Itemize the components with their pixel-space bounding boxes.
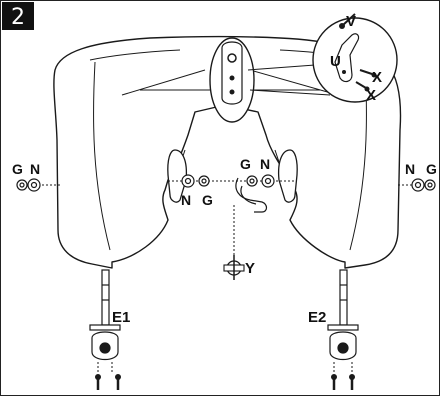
center-bracket [209,37,255,123]
label-y: Y [245,260,255,277]
bolt-icon [95,374,121,390]
label-v: V [346,13,356,30]
label-n-center-right: N [260,156,270,172]
label-e1: E1 [112,309,130,326]
knob-assembly [235,177,268,213]
label-x-upper: X [372,69,382,86]
label-x-lower: X [366,87,376,104]
label-n-right: N [405,161,415,177]
screw-icon [342,13,356,26]
knob-icon [223,255,245,280]
left-post [89,269,121,361]
right-nut-washer [411,178,436,192]
chair-arms [167,149,298,203]
bolt-icon-right [331,374,355,390]
label-g-right: G [426,161,437,177]
label-g-left: G [12,161,23,177]
center-nut-washers [181,174,275,188]
label-e2: E2 [308,309,326,326]
label-g-center-left: G [202,192,213,208]
label-n-left: N [30,161,40,177]
label-n-center-left: N [181,192,191,208]
right-post [327,269,359,361]
label-u: U [330,53,341,70]
detail-callout [247,13,398,103]
label-g-center-right: G [240,156,251,172]
bracket-icon [334,33,360,83]
step-number: 2 [11,5,25,30]
step-badge [2,2,34,30]
left-nut-washer [16,178,41,192]
